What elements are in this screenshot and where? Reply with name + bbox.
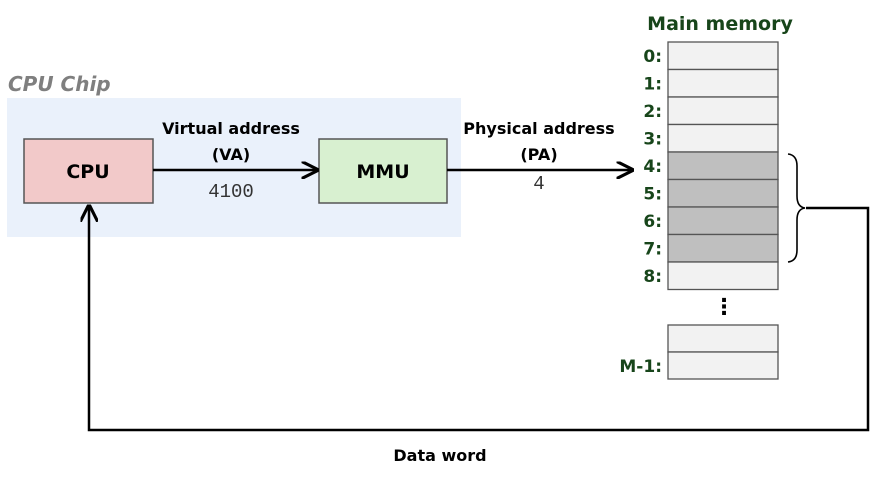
data-word-path — [89, 206, 870, 432]
memory-cell — [667, 123, 779, 153]
memory-cell-label: 2: — [643, 102, 662, 122]
pa-value: 4 — [533, 173, 544, 195]
memory-cell — [667, 206, 779, 236]
mmu-label: MMU — [356, 161, 409, 183]
va-value: 4100 — [208, 181, 254, 203]
memory-cell-label: 8: — [643, 267, 662, 287]
memory-cell-upper — [667, 324, 779, 353]
va-label-line2: (VA) — [212, 145, 250, 164]
pa-label-line2: (PA) — [520, 145, 557, 164]
memory-cell-label: 6: — [643, 212, 662, 232]
memory-cell-label: 3: — [643, 130, 662, 150]
memory-cell — [667, 151, 779, 181]
data-word-label: Data word — [393, 446, 486, 465]
memory-cell — [667, 96, 779, 126]
memory-cell — [667, 68, 779, 98]
memory-cell-label: 7: — [643, 240, 662, 260]
memory-cell — [667, 41, 779, 71]
memory-last-label: M-1: — [619, 357, 662, 377]
memory-cell — [667, 261, 779, 291]
mmu-box — [318, 138, 448, 204]
cpu-box — [23, 138, 154, 204]
cpu-chip-title: CPU Chip — [8, 72, 111, 96]
memory-cell-label: 1: — [643, 75, 662, 95]
main-memory-title: Main memory — [647, 13, 793, 35]
memory-cell-label: 0: — [643, 47, 662, 67]
cpu-label: CPU — [66, 161, 109, 183]
memory-cell-label: 5: — [643, 185, 662, 205]
memory-cell — [667, 233, 779, 263]
memory-cell-last — [667, 351, 779, 380]
pa-label-line1: Physical address — [463, 119, 614, 138]
highlight-brace — [787, 153, 806, 263]
memory-cell — [667, 178, 779, 208]
memory-cells: 0: 1: 2: 3: 4: 5: 6: 7: 8: — [643, 41, 779, 291]
memory-ellipsis: ⋮ — [713, 295, 735, 320]
va-label-line1: Virtual address — [162, 119, 300, 138]
memory-cell-label: 4: — [643, 157, 662, 177]
